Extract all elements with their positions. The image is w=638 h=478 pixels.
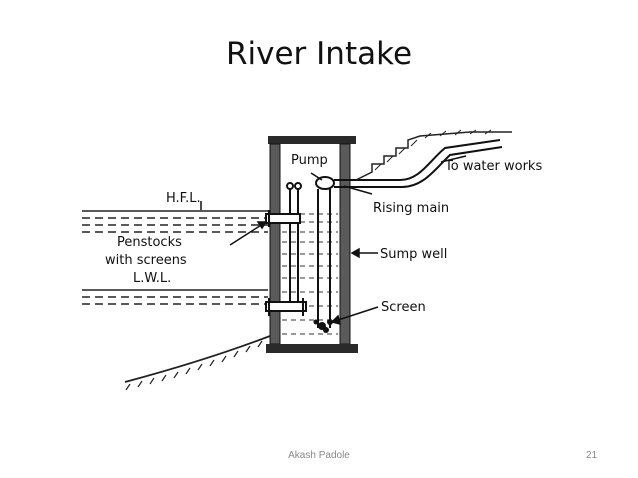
label-lwl: L.W.L.: [133, 271, 171, 286]
label-leaders: [200, 155, 467, 326]
page-number: 21: [586, 450, 598, 461]
label-penstocks: Penstocks: [117, 235, 182, 250]
rising-main-pipe: [334, 139, 503, 188]
hfl-water-lines: [82, 210, 268, 233]
sump-well-structure: [266, 136, 358, 353]
label-screen: Screen: [381, 300, 426, 315]
river-intake-diagram: Pump To water works H.F.L. Rising main P…: [82, 129, 542, 391]
penstocks: [265, 182, 307, 316]
label-to-water-works: To water works: [444, 159, 542, 174]
river-bed: [124, 335, 271, 391]
label-sump-well: Sump well: [380, 247, 447, 262]
footer-author: Akash Padole: [288, 450, 350, 461]
river-bank: [355, 129, 512, 181]
slide-title: River Intake: [225, 36, 413, 72]
label-pump: Pump: [291, 153, 328, 168]
label-hfl: H.F.L.: [166, 191, 201, 206]
pump: [315, 176, 335, 328]
label-rising-main: Rising main: [373, 201, 449, 216]
lwl-water-lines: [82, 289, 268, 305]
screen: [313, 319, 333, 333]
label-with-screens: with screens: [105, 253, 187, 268]
